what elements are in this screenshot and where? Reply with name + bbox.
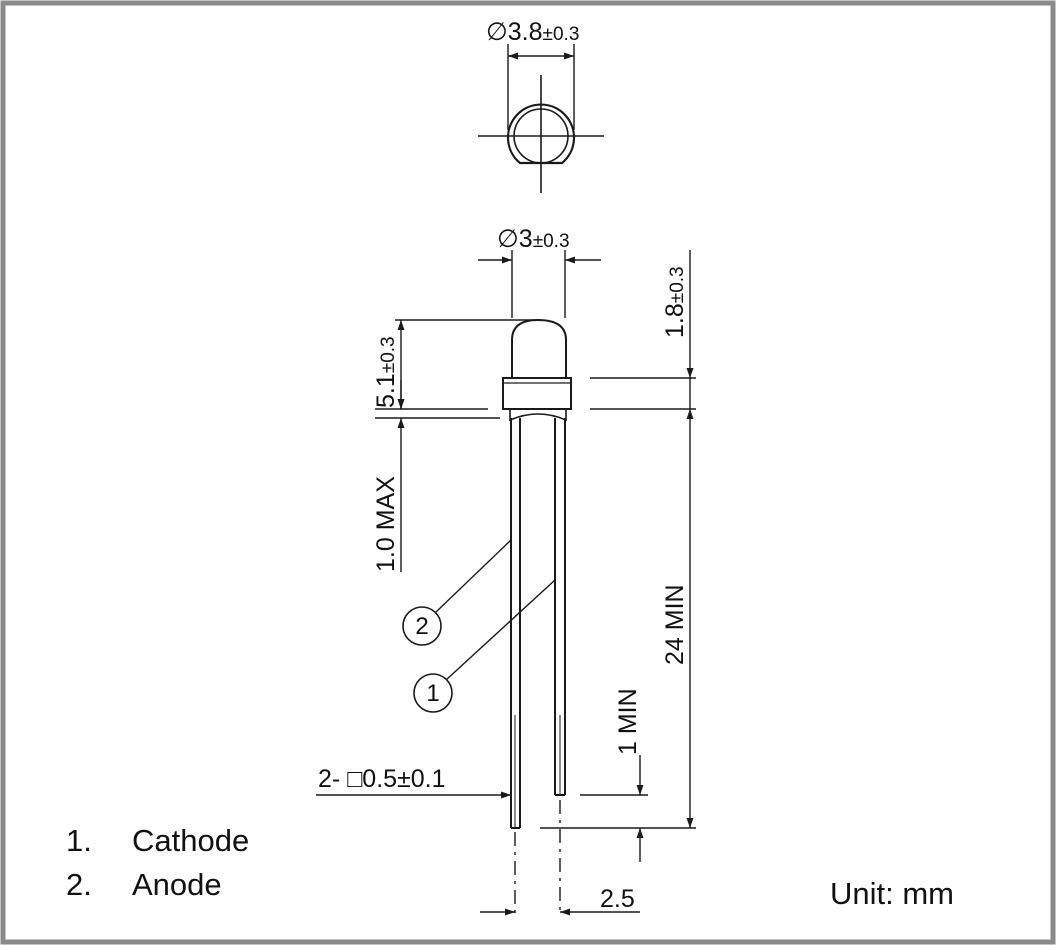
flange-height-label: 1.8±0.3	[661, 266, 689, 338]
pin-legend: 1. Cathode 2. Anode	[66, 823, 249, 902]
led-lens	[511, 318, 567, 378]
legend-label-1: Cathode	[132, 823, 249, 858]
pitch-label: 2.5	[600, 885, 635, 913]
side-view	[316, 250, 696, 916]
legend-num-1: 1.	[66, 823, 92, 858]
callout-circle-2	[402, 606, 442, 646]
lead-end-label: 1 MIN	[614, 688, 642, 755]
top-view-diameter-label: ∅3.8±0.3	[486, 18, 579, 46]
top-view	[478, 44, 604, 193]
top-view-flange	[506, 103, 576, 165]
callout-1-label: 1	[426, 680, 439, 707]
lens-diameter-label: ∅3±0.3	[497, 225, 570, 253]
flange-gap-label: 1.0 MAX	[372, 476, 400, 572]
legend-num-2: 2.	[66, 867, 92, 902]
led-flange	[502, 377, 572, 410]
legend-label-2: Anode	[132, 867, 222, 902]
lens-height-label: 5.1±0.3	[372, 336, 400, 408]
callout-2-label: 2	[415, 613, 428, 640]
lead-length-label: 24 MIN	[661, 584, 689, 665]
callout-circle-1	[413, 673, 453, 713]
unit-label: Unit: mm	[830, 876, 954, 911]
lead-size-label: 2- □0.5±0.1	[318, 765, 446, 793]
